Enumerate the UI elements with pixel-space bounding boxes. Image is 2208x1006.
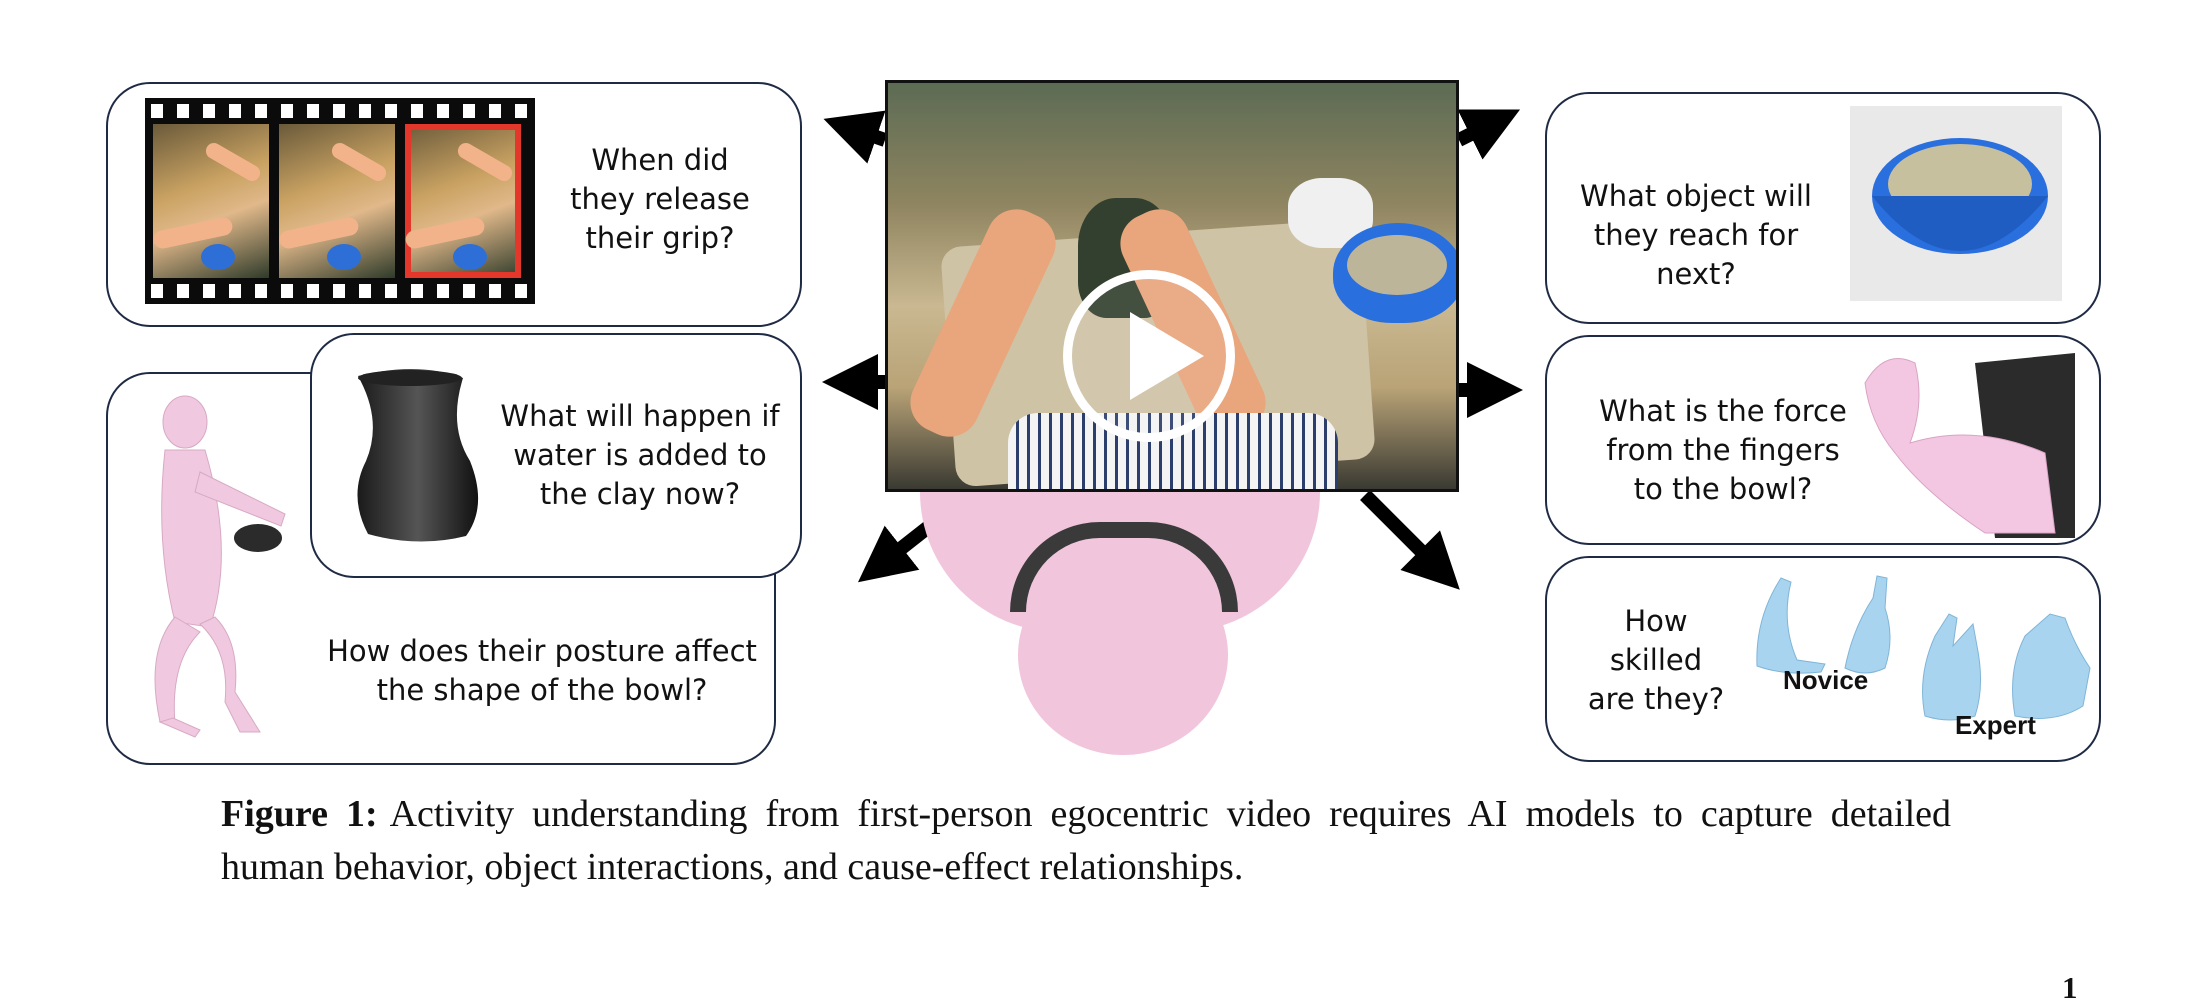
question-skill: How skilled are they? (1587, 604, 1725, 716)
page-number: 1 (2062, 970, 2078, 1005)
arrow-icon (1455, 109, 1521, 160)
play-icon[interactable] (1063, 270, 1235, 442)
body-mesh-side-figure (154, 395, 286, 738)
question-next-object: What object will they reach for next? (1580, 179, 1812, 291)
figure-caption: Figure 1:Activity understanding from fir… (221, 788, 1951, 894)
film-strip-icon (145, 98, 535, 304)
hand-on-bowl-mesh (1864, 353, 2075, 538)
question-water-added: What will happen if water is added to th… (500, 399, 780, 511)
egocentric-video-frame[interactable] (885, 80, 1459, 492)
figure-label: Figure 1: (221, 793, 378, 835)
video-blue-bowl (1333, 223, 1456, 323)
film-frame-3-selected (405, 124, 521, 278)
label-expert: Expert (1955, 710, 2036, 740)
label-novice: Novice (1783, 665, 1869, 695)
blue-bowl-image (1850, 106, 2062, 301)
film-frame-1 (153, 124, 269, 278)
arrow-icon (823, 110, 888, 164)
film-frame-2 (279, 124, 395, 278)
film-holes-top (151, 104, 529, 118)
question-posture: How does their posture affect the shape … (327, 634, 757, 707)
hand-mesh-expert (1922, 613, 2091, 721)
arrow-icon (1360, 490, 1460, 590)
question-force: What is the force from the fingers to th… (1599, 394, 1847, 506)
film-holes-bottom (151, 284, 529, 298)
hand-mesh-novice (1756, 575, 1891, 674)
caption-text: Activity understanding from first-person… (221, 793, 1951, 888)
question-release-grip: When did they release their grip? (570, 143, 750, 255)
question-panel-skill (1545, 556, 2101, 762)
clay-pot-render (357, 368, 479, 542)
